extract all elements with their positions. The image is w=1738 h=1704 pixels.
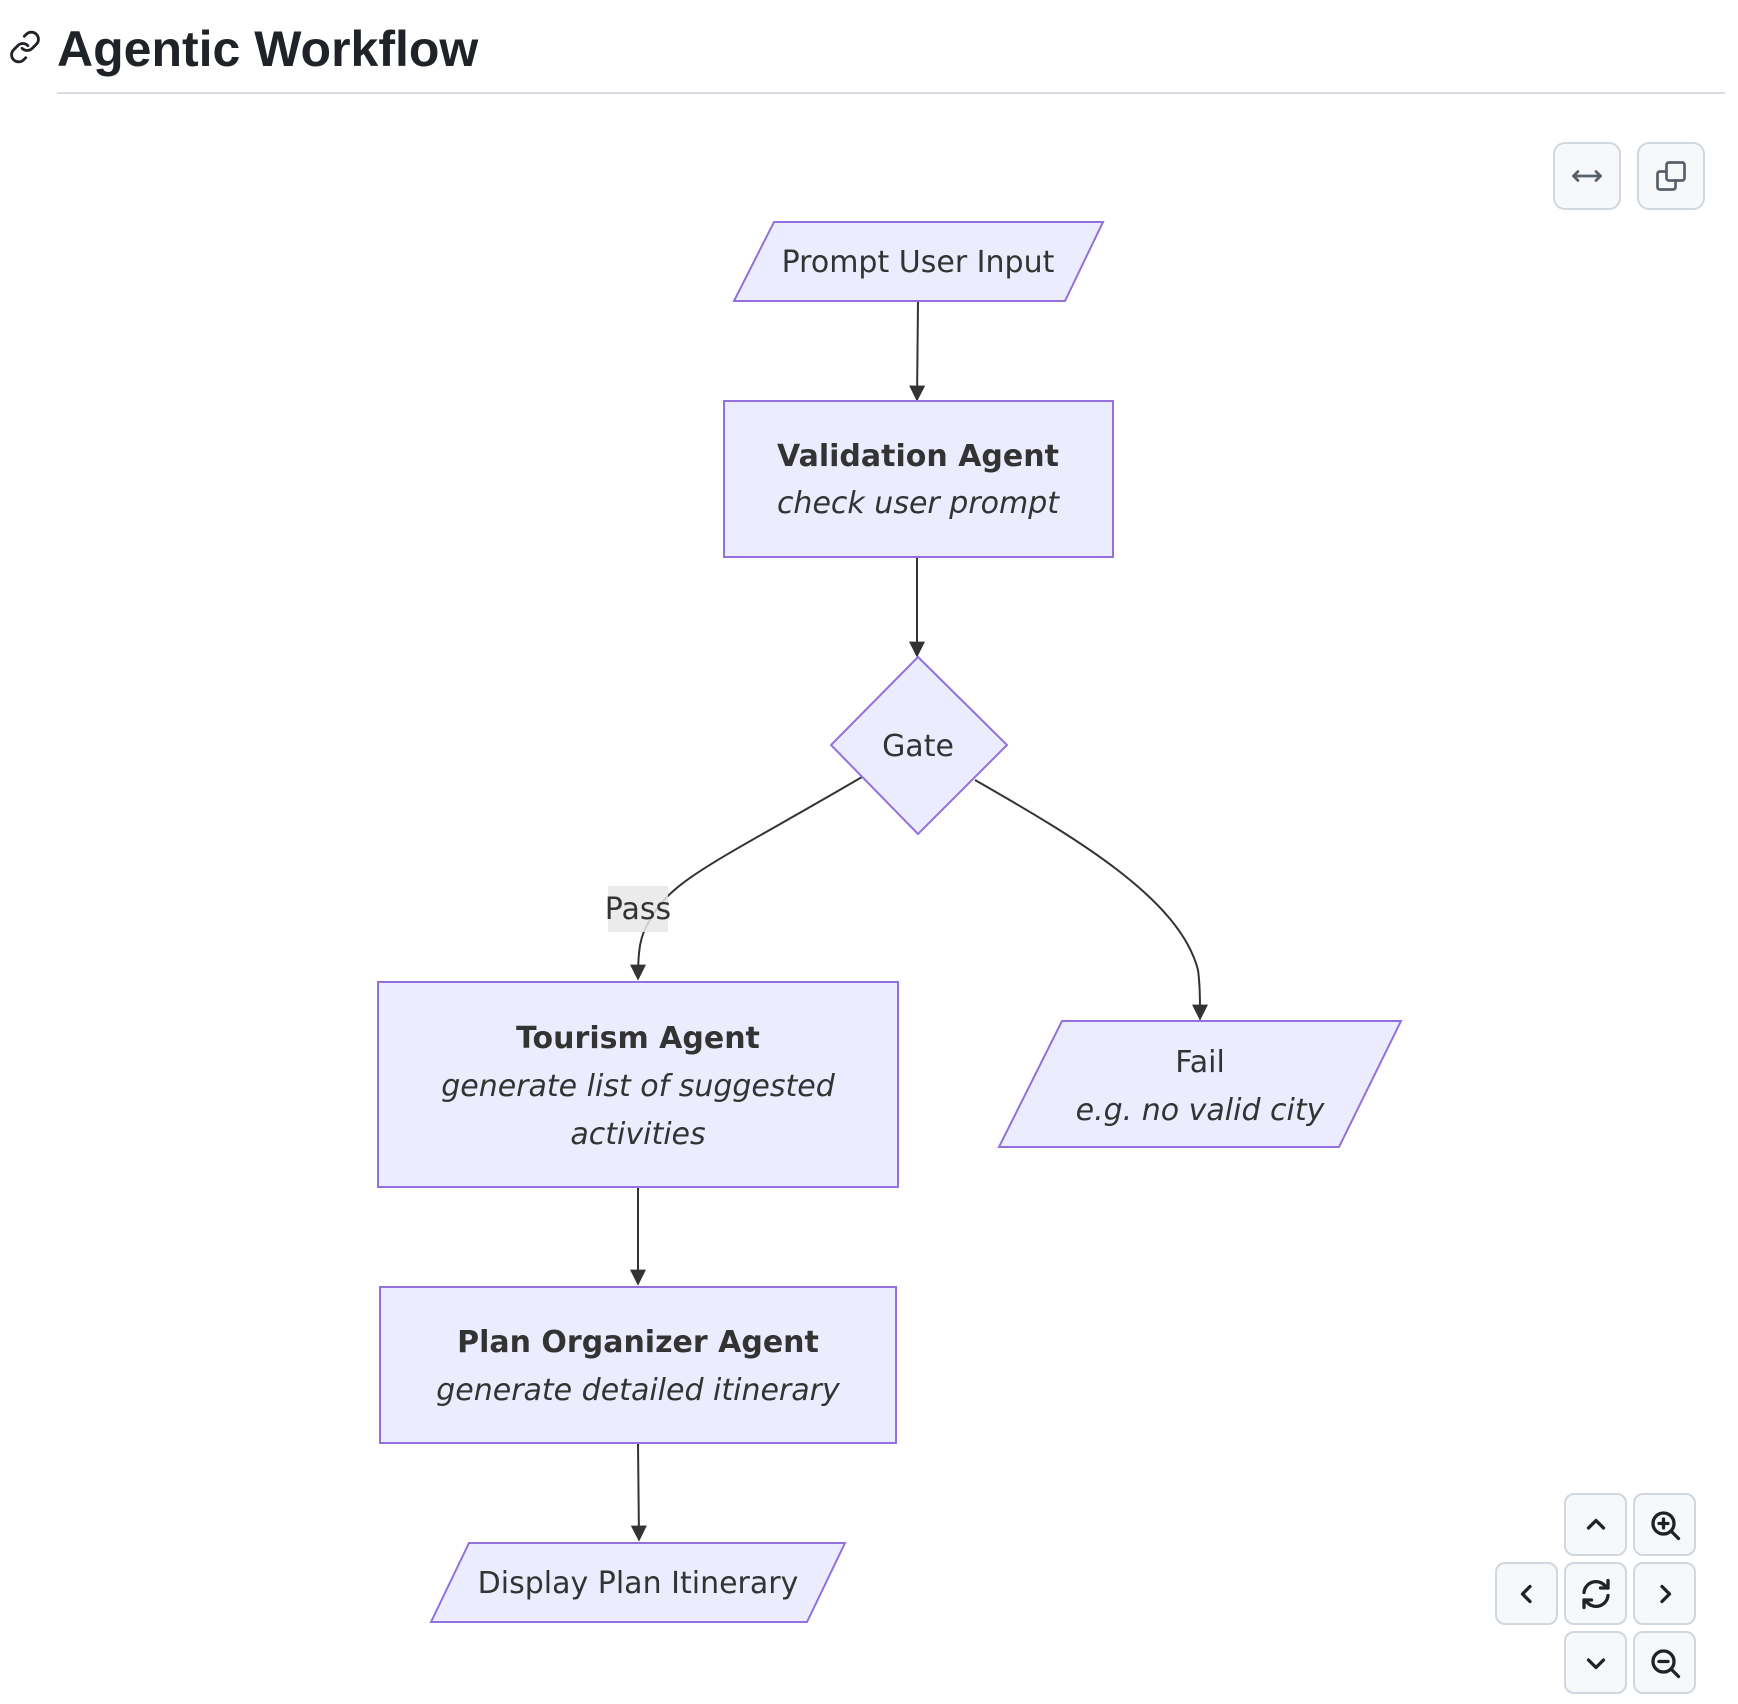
svg-text:Plan Organizer Agent: Plan Organizer Agent (457, 1325, 819, 1360)
node-fail[interactable]: Fail e.g. no valid city (997, 1020, 1403, 1148)
title-divider (57, 92, 1725, 94)
edge-input-to-validation (909, 301, 926, 402)
pan-up-button[interactable] (1564, 1493, 1627, 1556)
page-heading: Agentic Workflow (0, 0, 1738, 100)
svg-text:Tourism Agent: Tourism Agent (516, 1021, 760, 1056)
edge-gate-to-tourism (630, 776, 863, 981)
svg-text:Pass: Pass (605, 892, 671, 927)
edge-gate-to-fail (974, 779, 1208, 1021)
reset-view-button[interactable] (1564, 1562, 1627, 1625)
node-validation-agent[interactable]: Validation Agent check user prompt (723, 400, 1114, 558)
zoom-out-icon (1650, 1648, 1680, 1678)
copy-icon (1656, 161, 1686, 191)
svg-text:Validation Agent: Validation Agent (777, 439, 1059, 474)
chevron-up-icon (1586, 1518, 1605, 1530)
zoom-in-icon (1650, 1510, 1680, 1540)
edge-label-pass: Pass (605, 886, 671, 932)
svg-text:Gate: Gate (882, 729, 954, 764)
node-tourism-agent[interactable]: Tourism Agent generate list of suggested… (377, 981, 899, 1188)
zoom-out-button[interactable] (1633, 1631, 1696, 1694)
pan-down-button[interactable] (1564, 1631, 1627, 1694)
pan-left-button[interactable] (1495, 1562, 1558, 1625)
svg-text:generate list of suggested: generate list of suggested (441, 1069, 836, 1104)
edge-planner-to-display (630, 1442, 647, 1542)
pan-right-button[interactable] (1633, 1562, 1696, 1625)
svg-text:Fail: Fail (1175, 1045, 1225, 1080)
expand-width-button[interactable] (1553, 142, 1621, 210)
zoom-in-button[interactable] (1633, 1493, 1696, 1556)
node-prompt-user-input[interactable]: Prompt User Input (732, 221, 1105, 302)
chevron-down-icon (1586, 1657, 1605, 1669)
svg-text:check user prompt: check user prompt (777, 486, 1060, 521)
node-gate[interactable]: Gate (829, 655, 1009, 836)
svg-text:activities: activities (570, 1117, 705, 1152)
node-display-plan-itinerary[interactable]: Display Plan Itinerary (429, 1542, 847, 1623)
svg-text:Display Plan Itinerary: Display Plan Itinerary (478, 1566, 799, 1601)
svg-text:Prompt User Input: Prompt User Input (782, 245, 1055, 280)
chevron-left-icon (1520, 1584, 1532, 1603)
expand-width-icon (1572, 170, 1602, 182)
node-plan-organizer-agent[interactable]: Plan Organizer Agent generate detailed i… (379, 1286, 897, 1444)
link-icon[interactable] (8, 30, 42, 64)
page-title: Agentic Workflow (57, 21, 479, 77)
svg-text:e.g. no valid city: e.g. no valid city (1076, 1093, 1326, 1128)
svg-text:generate detailed itinerary: generate detailed itinerary (436, 1373, 841, 1408)
copy-button[interactable] (1637, 142, 1705, 210)
chevron-right-icon (1659, 1584, 1671, 1603)
reset-icon (1581, 1578, 1610, 1609)
